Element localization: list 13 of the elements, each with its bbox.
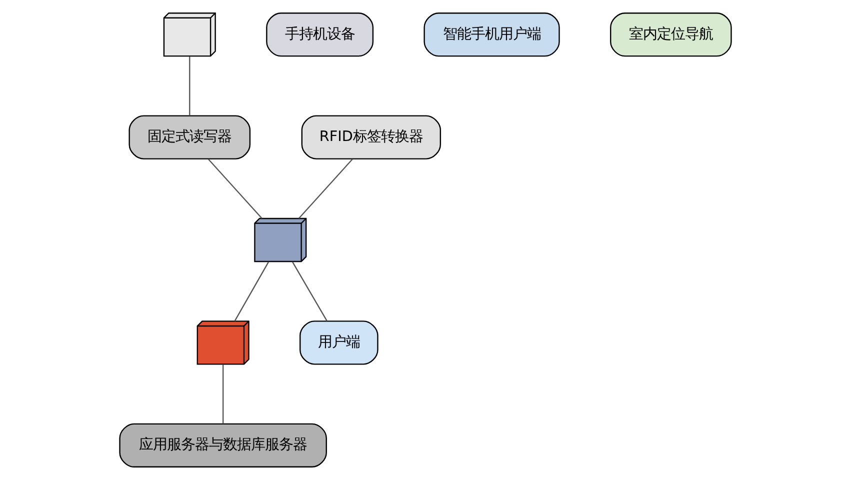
node-box: 室内定位导航: [610, 12, 732, 57]
connector: [208, 158, 262, 219]
connector: [298, 158, 352, 219]
node-box: 用户端: [299, 320, 378, 365]
connector: [234, 262, 269, 322]
connector: [188, 56, 190, 116]
node-box: 固定式读写器: [128, 115, 250, 160]
node-box: 智能手机用户端: [423, 12, 560, 57]
connector: [292, 262, 328, 322]
node-box: 应用服务器与数据库服务器: [118, 423, 326, 468]
connector: [222, 364, 224, 424]
node-box: 手持机设备: [266, 12, 374, 57]
node-box: RFID标签转换器: [300, 115, 441, 160]
